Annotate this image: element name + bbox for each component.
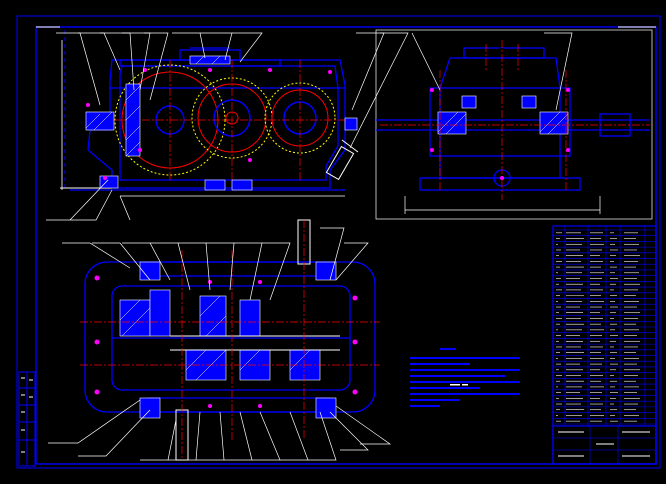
front-view [46, 30, 409, 221]
side-view: F [375, 29, 653, 220]
parts-list [552, 225, 657, 465]
technical-notes [410, 348, 520, 407]
title-block [552, 425, 657, 465]
binding-strip [18, 371, 36, 467]
view-label-f: F [498, 43, 505, 56]
plan-view [48, 219, 392, 461]
